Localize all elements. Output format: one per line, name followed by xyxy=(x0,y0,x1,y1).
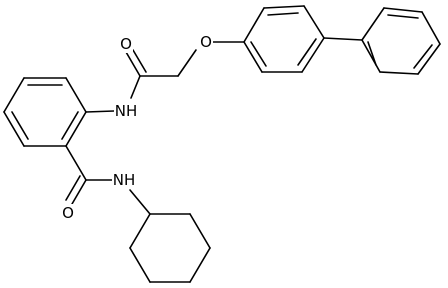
amide-nh-label-bottom: NH xyxy=(113,171,136,189)
amide-nh-label-top: NH xyxy=(115,102,138,120)
central-benzene-ring xyxy=(3,77,87,147)
double-bond-inner xyxy=(367,41,377,66)
bond xyxy=(243,7,265,43)
double-bond-inner xyxy=(413,44,433,69)
bond xyxy=(303,5,325,39)
carbonyl-oxygen-label-bottom: O xyxy=(62,204,74,222)
nh-ring-bond xyxy=(85,110,115,113)
ether-ch2-bond xyxy=(177,49,197,77)
biphenyl-bond xyxy=(323,37,363,41)
bond xyxy=(263,5,305,9)
bond xyxy=(383,7,423,13)
bond xyxy=(189,247,211,283)
bond xyxy=(3,77,25,113)
bond xyxy=(301,37,325,73)
inner-phenyl-ring xyxy=(243,5,325,73)
bond xyxy=(361,39,381,73)
double-bond-inner xyxy=(297,38,317,66)
carbonyl-oxygen-label-top: O xyxy=(120,35,132,53)
terminal-phenyl-ring xyxy=(361,7,441,75)
double-bond-inner xyxy=(61,111,79,140)
double-bond-inner xyxy=(250,41,267,67)
carbonyl-nh-bond xyxy=(130,75,141,99)
bond xyxy=(3,111,25,147)
bond xyxy=(65,111,87,147)
bond xyxy=(65,77,87,113)
bond xyxy=(421,11,441,45)
double-bond-inner xyxy=(11,111,29,140)
bond xyxy=(243,41,263,73)
carbonyl-double-bond xyxy=(125,51,141,77)
ring-amide-bond xyxy=(65,145,87,181)
cyclohexane-ring xyxy=(129,213,211,283)
bond xyxy=(129,247,151,283)
double-bond-inner xyxy=(387,14,419,19)
ether-oxygen-label: O xyxy=(200,33,212,51)
carbonyl-double-bond xyxy=(132,49,147,73)
bond xyxy=(361,7,385,41)
nh-cyclohexyl-bond xyxy=(129,189,151,215)
bond xyxy=(417,43,441,75)
bond xyxy=(129,213,151,249)
carbonyl-double-bond xyxy=(71,179,87,205)
double-bond-inner xyxy=(267,12,299,16)
bond xyxy=(189,213,211,249)
bond xyxy=(379,71,419,75)
carbonyl-double-bond xyxy=(65,175,81,201)
